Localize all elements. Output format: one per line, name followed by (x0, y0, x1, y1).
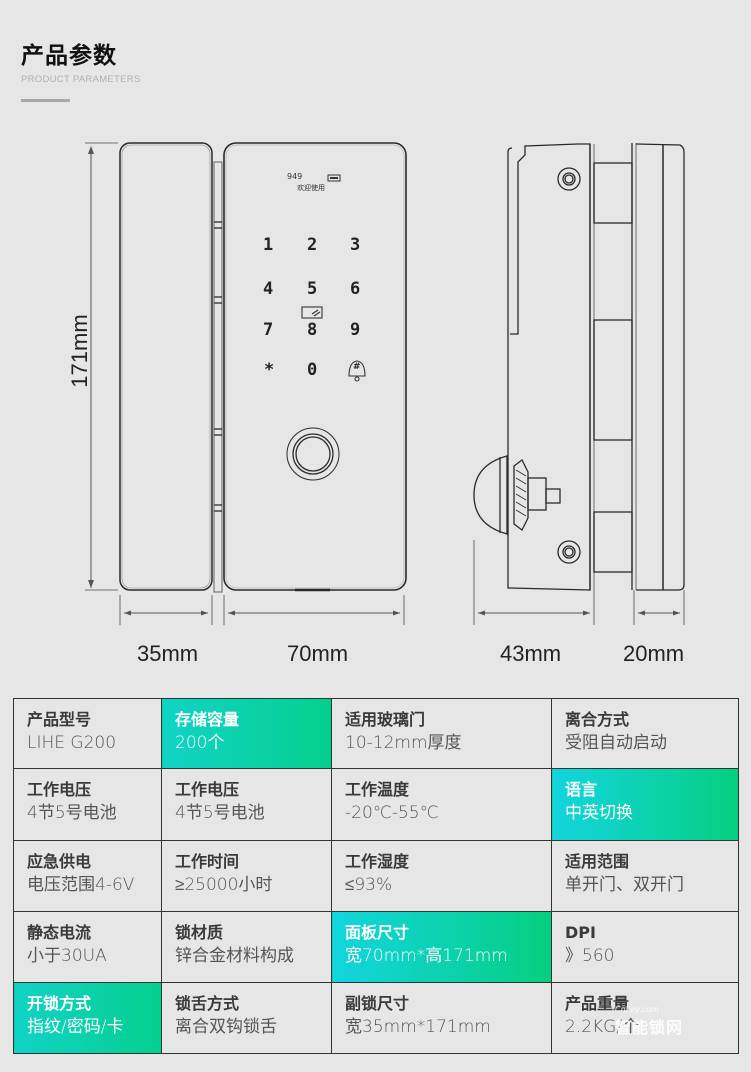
spec-value: 小于30UA (27, 946, 107, 966)
spec-label: 产品型号 (27, 710, 92, 729)
spec-label: DPI (565, 923, 596, 942)
spec-cell: 应急供电电压范围4-6V (13, 840, 162, 912)
spec-value: 中英切换 (565, 803, 633, 823)
watermark: Cnkey.com 智能锁网 (615, 1005, 684, 1037)
spec-value: ≥25000小时 (175, 875, 273, 895)
spec-value: 指纹/密码/卡 (27, 1017, 124, 1037)
key-5[interactable]: 5 (307, 279, 318, 299)
spec-label: 静态电流 (27, 923, 92, 942)
dim-side-width: 35mm (137, 641, 199, 666)
spec-cell: 工作湿度 ≤93% (331, 840, 552, 912)
spec-cell: 工作电压 4节5号电池 (161, 768, 332, 841)
screen-code: 949 (287, 172, 303, 181)
spec-value: -20℃-55℃ (345, 803, 439, 823)
key-star[interactable]: * (264, 360, 275, 380)
spec-value: ≤93% (345, 875, 393, 895)
spec-value: 》560 (565, 946, 615, 966)
spec-cell: 产品型号 LIHE G200 (13, 698, 162, 769)
key-7[interactable]: 7 (263, 320, 274, 340)
spec-cell: 锁材质锌合金材料构成 (161, 911, 332, 983)
spec-label: 离合方式 (565, 710, 630, 729)
spec-value: 宽35mm*171mm (345, 1017, 491, 1037)
spec-cell: 工作电压 4节5号电池 (13, 768, 162, 841)
spec-label: 副锁尺寸 (345, 994, 410, 1013)
spec-cell: 工作温度 -20℃-55℃ (331, 768, 552, 841)
spec-value: 4节5号电池 (175, 803, 265, 823)
spec-label: 锁材质 (175, 923, 224, 942)
spec-value: 锌合金材料构成 (175, 946, 294, 966)
spec-cell: 适用玻璃门 10-12mm厚度 (331, 698, 552, 769)
key-9[interactable]: 9 (350, 320, 361, 340)
spec-cell: 面板尺寸宽70mm*高171mm (331, 911, 552, 983)
spec-label: 锁舌方式 (175, 994, 240, 1013)
spec-value: 4节5号电池 (27, 803, 117, 823)
spec-label: 存储容量 (175, 710, 240, 729)
spec-cell: DPI 》560 (551, 911, 739, 983)
spec-label: 面板尺寸 (345, 923, 410, 942)
dim-front-width: 70mm (287, 641, 349, 666)
spec-value: 10-12mm厚度 (345, 733, 462, 753)
spec-label: 工作湿度 (345, 852, 410, 871)
spec-value: 电压范围4-6V (27, 875, 135, 895)
key-0[interactable]: 0 (307, 360, 318, 380)
key-8[interactable]: 8 (307, 320, 318, 340)
spec-label: 语言 (565, 780, 598, 799)
spec-label: 工作电压 (175, 780, 240, 799)
dim-secondary-depth: 20mm (623, 641, 685, 666)
spec-value: 受阻自动启动 (565, 733, 667, 753)
battery-icon (327, 174, 341, 182)
screen-message: 欢迎使用 (297, 184, 325, 192)
product-drawing (85, 142, 685, 625)
key-2[interactable]: 2 (307, 235, 318, 255)
table-row: 应急供电电压范围4-6V 工作时间 ≥25000小时 工作湿度 ≤93% 适用范围单开门、… (13, 840, 739, 912)
spec-label: 应急供电 (27, 852, 92, 871)
spec-cell: 存储容量 200个 (161, 698, 332, 769)
dim-height: 171mm (67, 314, 92, 388)
page-title: 产品参数 (21, 43, 117, 69)
spec-cell: 语言中英切换 (551, 768, 739, 841)
spec-label: 工作时间 (175, 852, 240, 871)
front-panel-view (223, 142, 407, 592)
spec-value: 2.2KG/个 (565, 1017, 640, 1037)
spec-cell: 开锁方式指纹/密码/卡 (13, 982, 162, 1054)
spec-value: 离合双钩锁舌 (175, 1017, 277, 1037)
spec-label: 工作温度 (345, 780, 410, 799)
spec-table: 产品型号 LIHE G200 存储容量 200个 适用玻璃门 10-12mm厚度 离合方式受… (13, 698, 739, 1054)
spec-cell: 产品重量 2.2KG/个 (551, 982, 739, 1054)
spec-label: 适用玻璃门 (345, 710, 426, 729)
key-3[interactable]: 3 (350, 235, 361, 255)
spec-cell: 离合方式受阻自动启动 (551, 698, 739, 769)
spec-value: 单开门、双开门 (565, 875, 684, 895)
side-panel-view (119, 142, 223, 593)
keypad: 1 2 3 4 5 6 7 8 9 * 0 # (255, 235, 375, 385)
key-6[interactable]: 6 (350, 279, 361, 299)
key-1[interactable]: 1 (263, 235, 274, 255)
spec-cell: 适用范围单开门、双开门 (551, 840, 739, 912)
profile-view (473, 143, 685, 591)
key-4[interactable]: 4 (263, 279, 274, 299)
spec-label: 工作电压 (27, 780, 92, 799)
spec-label: 开锁方式 (27, 994, 92, 1013)
title-underline (21, 99, 70, 102)
spec-label: 适用范围 (565, 852, 630, 871)
spec-value: 200个 (175, 733, 225, 753)
spec-cell: 锁舌方式离合双钩锁舌 (161, 982, 332, 1054)
page-subtitle: PRODUCT PARAMETERS (21, 74, 141, 85)
spec-cell: 副锁尺寸宽35mm*171mm (331, 982, 552, 1054)
dim-profile-depth: 43mm (500, 641, 562, 666)
card-reader-icon (301, 306, 323, 319)
spec-value: LIHE G200 (27, 733, 117, 753)
doorbell-icon (348, 360, 366, 382)
spec-value: 宽70mm*高171mm (345, 946, 508, 966)
spec-cell: 工作时间 ≥25000小时 (161, 840, 332, 912)
spec-label: 产品重量 (565, 994, 630, 1013)
table-row: 产品型号 LIHE G200 存储容量 200个 适用玻璃门 10-12mm厚度 离合方式受… (13, 698, 739, 769)
key-hash[interactable]: # (353, 362, 361, 372)
spec-cell: 静态电流小于30UA (13, 911, 162, 983)
